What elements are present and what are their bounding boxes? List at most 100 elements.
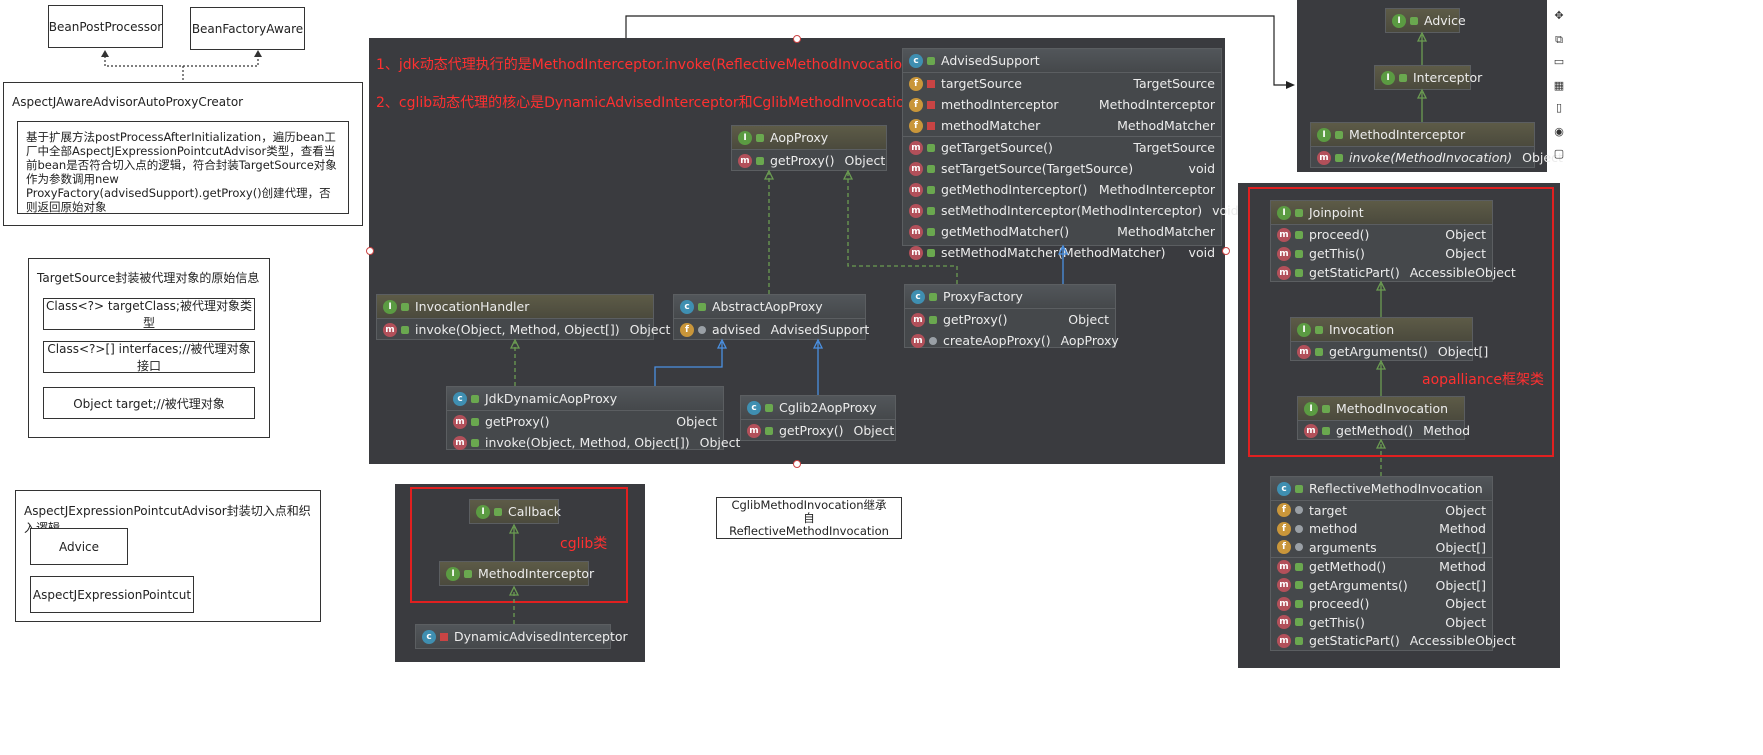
- class-name: AbstractAopProxy: [712, 299, 823, 314]
- field-name: methodMatcher: [941, 118, 1041, 133]
- pointcut-item[interactable]: AspectJExpressionPointcut: [30, 576, 194, 613]
- method-type: Method: [1423, 423, 1471, 438]
- method-name: getTargetSource(): [941, 140, 1053, 155]
- method-name: getProxy(): [485, 414, 550, 429]
- interface-icon: I: [446, 566, 460, 581]
- public-icon: [1399, 73, 1407, 82]
- bean-factory-aware-box[interactable]: BeanFactoryAware: [190, 7, 305, 50]
- method-type: Object: [629, 322, 671, 337]
- bean-post-processor-box[interactable]: BeanPostProcessor: [48, 5, 163, 48]
- field-type: Object: [1445, 502, 1486, 518]
- panel-connector: [625, 15, 1295, 89]
- protected-icon: [698, 325, 706, 334]
- interface-icon: I: [1381, 70, 1395, 85]
- public-icon: [1295, 636, 1303, 645]
- method-icon: m: [383, 322, 397, 337]
- public-icon: [1295, 599, 1303, 608]
- jdk-proxy-annotation: 1、jdk动态代理执行的是MethodInterceptor.invoke(Re…: [376, 57, 917, 73]
- method-type: Object: [853, 423, 895, 438]
- interfaces-item[interactable]: Class<?>[] interfaces;//被代理对象接口: [43, 341, 255, 373]
- class-name: AdvisedSupport: [941, 53, 1040, 68]
- field-icon: f: [909, 97, 923, 112]
- method-type: Object: [1445, 596, 1486, 612]
- resize-handle-bottom[interactable]: [793, 460, 801, 468]
- field-type: AdvisedSupport: [770, 322, 870, 337]
- cglib-invocation-note[interactable]: CglibMethodInvocation继承自ReflectiveMethod…: [716, 497, 902, 539]
- eye-icon[interactable]: ◉: [1554, 125, 1564, 138]
- creator-box[interactable]: AspectJAwareAdvisorAutoProxyCreator 基于扩展…: [3, 82, 363, 226]
- method-name: getProxy(): [770, 153, 835, 168]
- public-icon: [927, 206, 935, 215]
- public-icon: [698, 302, 706, 311]
- class-icon: c: [747, 400, 761, 415]
- field-type: Method: [1439, 521, 1486, 537]
- method-name: getMethod(): [1309, 559, 1387, 575]
- field-icon: f: [909, 118, 923, 133]
- public-icon: [1410, 16, 1418, 25]
- method-name: getThis(): [1309, 614, 1365, 630]
- inner-class-icon: c: [422, 629, 436, 644]
- public-icon: [765, 426, 773, 435]
- public-icon: [1295, 618, 1303, 627]
- method-name: createAopProxy(): [943, 333, 1051, 348]
- private-icon: [927, 100, 935, 109]
- page-icon[interactable]: ▯: [1555, 101, 1563, 114]
- field-icon: f: [1277, 540, 1291, 555]
- method-name: invoke(MethodInvocation): [1349, 150, 1513, 165]
- method-type: Object: [1445, 227, 1486, 242]
- target-source-box[interactable]: TargetSource封装被代理对象的原始信息 Class<?> target…: [28, 258, 270, 438]
- method-name: getProxy(): [779, 423, 844, 438]
- advice-item[interactable]: Advice: [30, 528, 128, 565]
- class-name: Callback: [508, 504, 562, 519]
- table-icon[interactable]: ▦: [1553, 79, 1565, 92]
- calendar-icon[interactable]: ▭: [1553, 55, 1565, 68]
- method-icon: m: [909, 161, 923, 176]
- advisor-box[interactable]: AspectJExpressionPointcutAdvisor封装切入点和织入…: [15, 490, 321, 622]
- public-icon: [1295, 484, 1303, 493]
- method-type: AccessibleObject: [1409, 265, 1516, 280]
- move-icon[interactable]: ✥: [1554, 9, 1564, 22]
- method-icon: m: [1297, 344, 1311, 359]
- target-source-title: TargetSource封装被代理对象的原始信息: [37, 271, 260, 285]
- layout-icon[interactable]: ⧉: [1555, 33, 1563, 46]
- field-type: MethodInterceptor: [1098, 97, 1215, 112]
- resize-handle-right[interactable]: [1222, 247, 1230, 255]
- comment-icon[interactable]: ▢: [1553, 147, 1565, 160]
- cglib-frame: [410, 487, 628, 603]
- target-item[interactable]: Object target;//被代理对象: [43, 387, 255, 419]
- resize-handle-left[interactable]: [366, 247, 374, 255]
- public-icon: [1295, 581, 1303, 590]
- public-icon: [756, 133, 764, 142]
- public-icon: [927, 164, 935, 173]
- method-icon: m: [1277, 615, 1291, 630]
- class-name: Cglib2AopProxy: [779, 400, 877, 415]
- protected-icon: [1295, 543, 1303, 552]
- method-icon: m: [453, 435, 467, 450]
- method-type: Object: [1445, 614, 1486, 630]
- public-icon: [1335, 153, 1343, 162]
- class-name: AopProxy: [770, 130, 829, 145]
- resize-handle-top[interactable]: [793, 35, 801, 43]
- public-icon: [1315, 347, 1323, 356]
- interface-icon: I: [383, 299, 397, 314]
- method-type: void: [1188, 245, 1215, 260]
- interface-icon: I: [738, 130, 752, 145]
- target-class-item[interactable]: Class<?> targetClass;被代理对象类型: [43, 298, 255, 330]
- public-icon: [1295, 249, 1303, 258]
